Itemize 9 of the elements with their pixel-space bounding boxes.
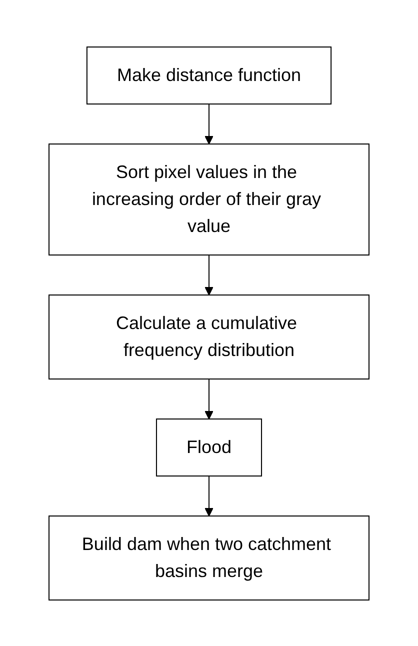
node-box: Build dam when two catchment basins merge: [48, 515, 370, 600]
node-box: Flood: [156, 418, 262, 476]
node-box: Calculate a cumulative frequency distribution: [48, 294, 370, 379]
arrow: [204, 103, 214, 144]
arrow: [204, 254, 214, 295]
arrow: [204, 378, 214, 419]
node-box: Sort pixel values in the increasing order of their gray value: [48, 143, 370, 255]
node-box: Make distance function: [86, 46, 332, 104]
arrow: [204, 475, 214, 516]
